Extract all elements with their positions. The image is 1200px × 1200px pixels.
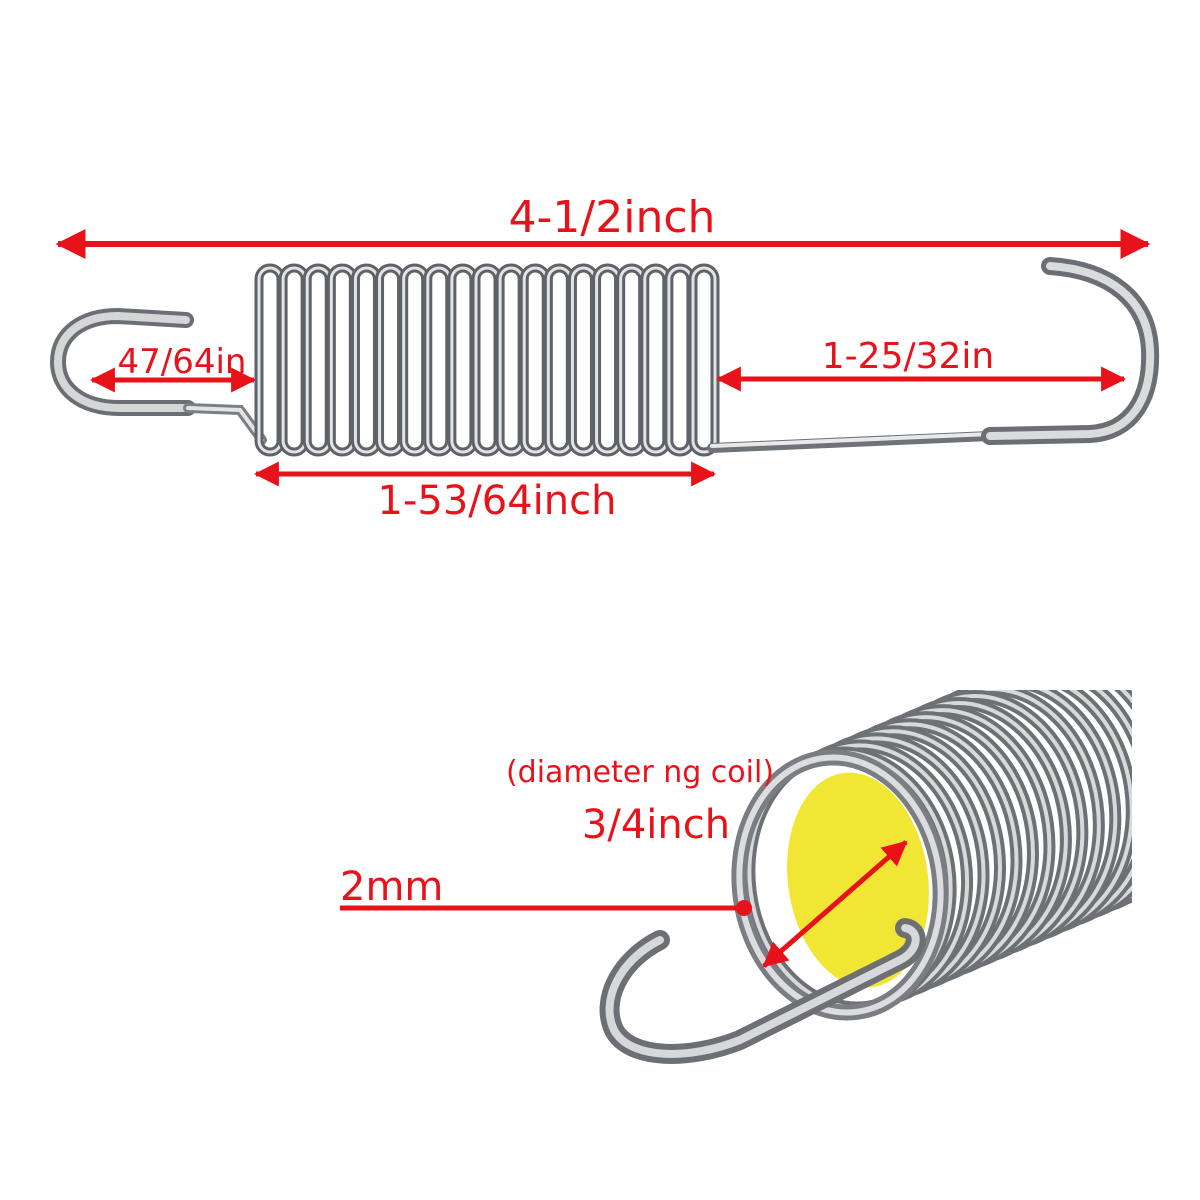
coil-turn — [471, 263, 503, 457]
coil-diameter-label: 3/4inch — [582, 802, 730, 848]
coil-note-label: (diameter ng coil) — [506, 755, 774, 790]
coil-turn — [326, 263, 358, 457]
coil-turn — [375, 263, 407, 457]
spring-coil-body — [254, 263, 720, 457]
crop-top-edge — [700, 560, 1200, 690]
coil-turn — [688, 263, 720, 457]
coil-turn — [495, 263, 527, 457]
coil-turn — [543, 263, 575, 457]
dimension-annotations-bottom: (diameter ng coil) 3/4inch 2mm — [340, 755, 908, 968]
right-hook-label: 1-25/32in — [822, 336, 994, 377]
overall-length-label: 4-1/2inch — [509, 192, 716, 243]
left-hook-label: 47/64in — [118, 342, 247, 382]
coil-turn — [254, 263, 286, 457]
coil-turn — [616, 263, 648, 457]
coil-turn — [350, 263, 382, 457]
crop-edge — [1132, 600, 1200, 1200]
coil-turn — [278, 263, 310, 457]
coil-turn — [567, 263, 599, 457]
dimension-annotations-top: 4-1/2inch 47/64in 1-25/32in 1-53/64inch — [55, 192, 1151, 524]
coil-turn — [302, 263, 334, 457]
extension-spring-side-view — [49, 257, 1160, 457]
spring-coil-perspective — [700, 560, 1200, 1200]
coil-turn — [423, 263, 455, 457]
coil-highlight — [691, 266, 717, 454]
coil-turn — [447, 263, 479, 457]
coil-turn — [640, 263, 672, 457]
body-length-label: 1-53/64inch — [378, 478, 617, 524]
coil-turn — [592, 263, 624, 457]
coil-turn — [664, 263, 696, 457]
coil-turn — [399, 263, 431, 457]
wire-diameter-label: 2mm — [340, 864, 443, 910]
coil-turn — [519, 263, 551, 457]
extension-spring-end-view — [599, 560, 1200, 1200]
wire-diameter-dot — [736, 900, 752, 916]
coil-diameter-arrow — [762, 840, 908, 968]
